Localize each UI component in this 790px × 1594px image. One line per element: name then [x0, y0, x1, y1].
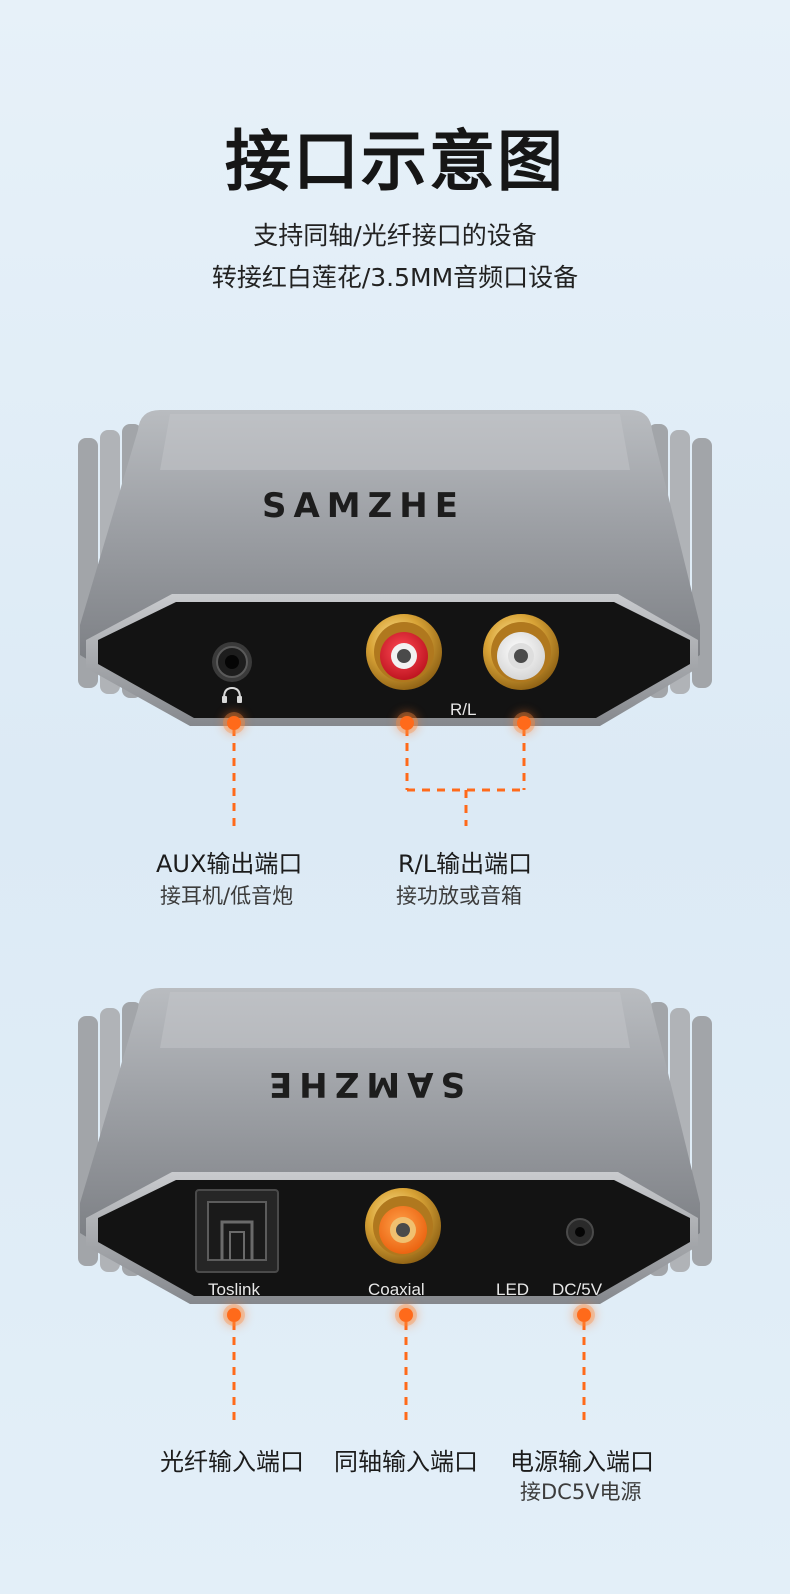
device-top: SAMZHE R/L AUX输出端口 接耳机/低音炮 R/L输出端口 接功放或音…	[78, 410, 712, 908]
rl-callout-desc: 接功放或音箱	[396, 884, 522, 908]
brand-logo-bottom: SAMZHE	[262, 1064, 465, 1104]
rl-label: R/L	[450, 700, 477, 719]
toslink-label: Toslink	[208, 1280, 260, 1299]
coaxial-callout-title: 同轴输入端口	[334, 1448, 478, 1476]
toslink-port	[195, 1189, 279, 1273]
callout-lines-bottom	[232, 1322, 586, 1426]
coaxial-jack	[365, 1188, 441, 1264]
dc-jack	[566, 1218, 594, 1246]
aux-jack	[212, 642, 252, 682]
dc-label: DC/5V	[552, 1280, 603, 1299]
dc-indicator-dot	[577, 1308, 591, 1322]
device-top-illustration	[78, 410, 712, 826]
led-label: LED	[496, 1280, 530, 1299]
rl-callout-title: R/L输出端口	[398, 850, 533, 878]
rca-red-jack	[366, 614, 442, 690]
headphone-icon	[222, 686, 242, 703]
page-subtitle-line2: 转接红白莲花/3.5MM音频口设备	[211, 263, 579, 292]
brand-logo-top: SAMZHE	[262, 486, 465, 526]
aux-indicator-dot	[227, 716, 241, 730]
red-indicator-dot	[400, 716, 414, 730]
toslink-callout-title: 光纤输入端口	[160, 1448, 304, 1476]
coaxial-label: Coaxial	[368, 1280, 425, 1299]
aux-callout-title: AUX输出端口	[156, 850, 303, 878]
coaxial-indicator-dot	[399, 1308, 413, 1322]
aux-callout-desc: 接耳机/低音炮	[160, 884, 294, 908]
rca-white-jack	[483, 614, 559, 690]
toslink-indicator-dot	[227, 1308, 241, 1322]
white-indicator-dot	[517, 716, 531, 730]
page-title: 接口示意图	[225, 123, 565, 200]
callout-lines-top	[232, 728, 526, 826]
power-callout-desc: 接DC5V电源	[520, 1480, 642, 1504]
page-subtitle-line1: 支持同轴/光纤接口的设备	[253, 221, 537, 250]
power-callout-title: 电源输入端口	[510, 1448, 654, 1476]
